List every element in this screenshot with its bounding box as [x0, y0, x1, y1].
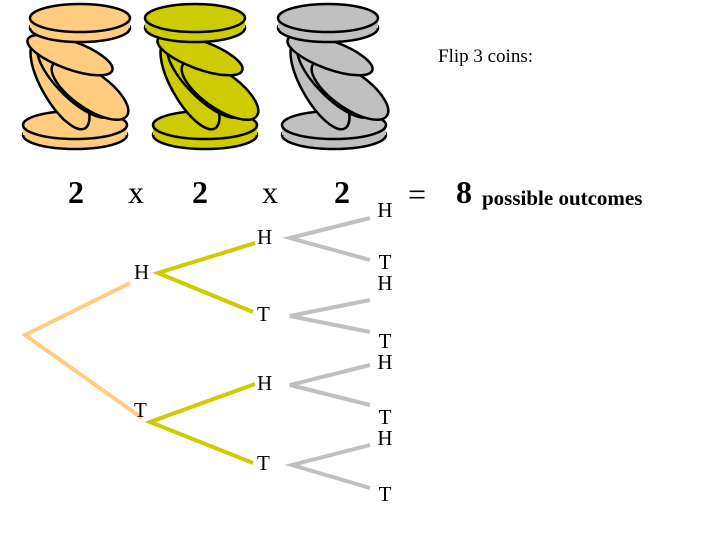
tree-level-3-branches — [282, 216, 371, 490]
tree-level-1-branches — [21, 281, 144, 420]
tree-level-2-branches — [144, 241, 256, 465]
tree-l2-node-4: T — [257, 451, 270, 475]
tree-l3-leaf-5: T — [378, 482, 392, 506]
multiply-sign-1: x — [128, 174, 144, 210]
tree-l2-node-3: H — [257, 371, 273, 395]
coin-stack-orange — [21, 2, 132, 151]
tree-l3-leaf-1: H — [377, 198, 393, 222]
multiply-sign-2: x — [262, 174, 278, 210]
tree-l2-node-1: H — [257, 225, 273, 249]
tree-l3-leaf-4: T H — [377, 405, 393, 451]
coin-stack-olive — [143, 2, 260, 151]
result-value: 8 — [456, 174, 472, 210]
equals-sign: = — [408, 176, 427, 212]
factor-1: 2 — [68, 174, 84, 210]
coin-stack-gray — [276, 2, 390, 151]
factor-3: 2 — [334, 174, 350, 210]
tree-l2-node-2: T — [257, 302, 270, 326]
tree-l1-tails: T — [134, 398, 147, 422]
page-title: Flip 3 coins: — [438, 46, 534, 67]
tree-l3-leaf-3: T H — [377, 329, 393, 375]
tree-l1-heads: H — [134, 260, 150, 284]
result-label: possible outcomes — [482, 186, 643, 210]
tree-l3-leaf-2: T H — [377, 250, 393, 296]
factor-2: 2 — [192, 174, 208, 210]
